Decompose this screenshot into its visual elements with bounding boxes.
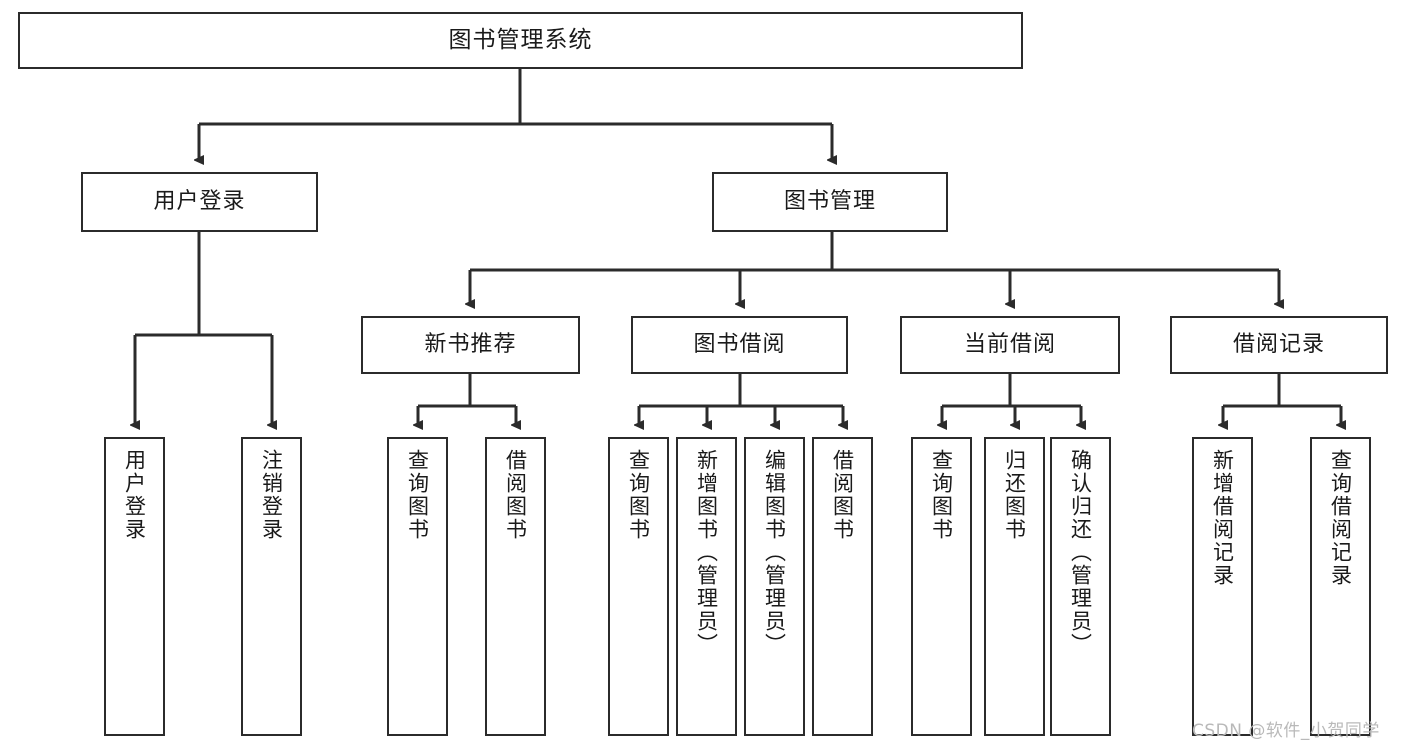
node-leaf-borrow-book-label: 借阅图书 xyxy=(830,449,855,541)
node-root-label: 图书管理系统 xyxy=(448,26,593,53)
node-borrow-record[interactable]: 借阅记录 xyxy=(1170,316,1388,374)
node-leaf-add-book[interactable]: 新增图书（管理员） xyxy=(676,437,737,736)
node-leaf-query-book-borrow-label: 查询图书 xyxy=(626,449,651,541)
node-current-borrow-label: 当前借阅 xyxy=(963,331,1056,357)
node-leaf-return-book[interactable]: 归还图书 xyxy=(984,437,1045,736)
node-current-borrow[interactable]: 当前借阅 xyxy=(900,316,1120,374)
node-leaf-user-login-label: 用户登录 xyxy=(122,449,147,541)
node-borrow-record-label: 借阅记录 xyxy=(1232,331,1325,357)
node-leaf-query-book-current[interactable]: 查询图书 xyxy=(911,437,972,736)
node-user-login-label: 用户登录 xyxy=(153,188,246,214)
node-leaf-query-book-borrow[interactable]: 查询图书 xyxy=(608,437,669,736)
node-book-borrow[interactable]: 图书借阅 xyxy=(631,316,848,374)
node-leaf-edit-book[interactable]: 编辑图书（管理员） xyxy=(744,437,805,736)
node-leaf-user-logout-label: 注销登录 xyxy=(259,449,284,541)
node-leaf-query-borrow-record-label: 查询借阅记录 xyxy=(1328,449,1353,587)
node-new-book-recommend[interactable]: 新书推荐 xyxy=(361,316,580,374)
node-new-book-recommend-label: 新书推荐 xyxy=(424,331,517,357)
node-leaf-return-book-label: 归还图书 xyxy=(1002,449,1027,541)
node-leaf-query-book-recommend-label: 查询图书 xyxy=(405,449,430,541)
node-leaf-add-book-label: 新增图书（管理员） xyxy=(694,449,719,656)
node-leaf-user-login[interactable]: 用户登录 xyxy=(104,437,165,736)
node-book-management-label: 图书管理 xyxy=(783,188,876,214)
node-leaf-confirm-return-label: 确认归还（管理员） xyxy=(1068,449,1093,656)
node-root[interactable]: 图书管理系统 xyxy=(18,12,1023,69)
node-leaf-query-book-current-label: 查询图书 xyxy=(929,449,954,541)
node-leaf-edit-book-label: 编辑图书（管理员） xyxy=(762,449,787,656)
node-leaf-borrow-book-recommend-label: 借阅图书 xyxy=(503,449,528,541)
node-leaf-query-book-recommend[interactable]: 查询图书 xyxy=(387,437,448,736)
csdn-watermark: CSDN @软件_小贺同学 xyxy=(1192,721,1380,741)
node-user-login[interactable]: 用户登录 xyxy=(81,172,318,232)
node-leaf-user-logout[interactable]: 注销登录 xyxy=(241,437,302,736)
node-leaf-borrow-book-recommend[interactable]: 借阅图书 xyxy=(485,437,546,736)
node-leaf-query-borrow-record[interactable]: 查询借阅记录 xyxy=(1310,437,1371,736)
node-leaf-confirm-return[interactable]: 确认归还（管理员） xyxy=(1050,437,1111,736)
node-book-management[interactable]: 图书管理 xyxy=(712,172,948,232)
node-leaf-add-borrow-record-label: 新增借阅记录 xyxy=(1210,449,1235,587)
node-book-borrow-label: 图书借阅 xyxy=(693,331,786,357)
node-leaf-add-borrow-record[interactable]: 新增借阅记录 xyxy=(1192,437,1253,736)
node-leaf-borrow-book[interactable]: 借阅图书 xyxy=(812,437,873,736)
